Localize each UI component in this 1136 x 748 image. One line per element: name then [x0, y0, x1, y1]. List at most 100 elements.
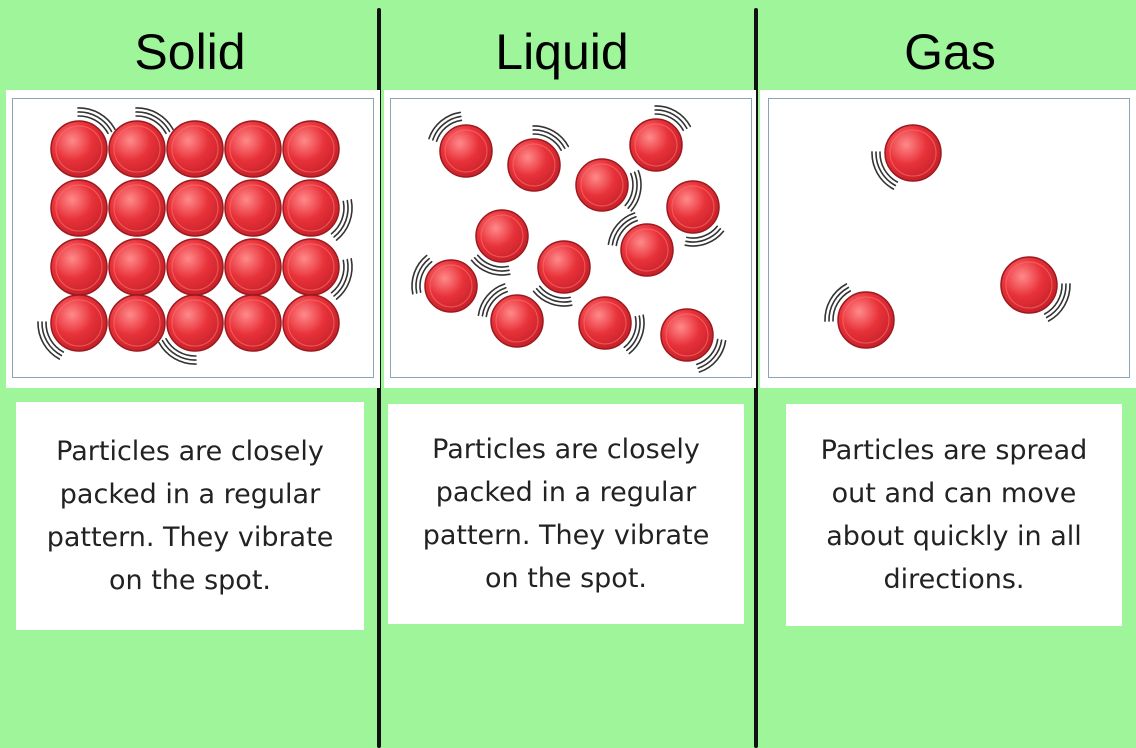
particle — [428, 111, 493, 178]
motion-line — [532, 290, 573, 307]
particle — [224, 238, 282, 296]
motion-line — [415, 257, 430, 294]
solid-diagram — [12, 98, 374, 378]
liquid-particles — [411, 105, 727, 373]
liquid-title: Liquid — [495, 24, 629, 80]
motion-line — [135, 107, 174, 131]
motion-line — [628, 314, 645, 355]
motion-line — [37, 321, 61, 360]
particle — [166, 238, 224, 296]
particle — [871, 124, 942, 190]
motion-line — [654, 113, 684, 131]
motion-line — [470, 259, 511, 276]
motion-line — [627, 171, 638, 209]
particle — [532, 240, 591, 307]
motion-line — [481, 287, 507, 317]
motion-line — [1045, 283, 1067, 319]
motion-line — [477, 283, 506, 316]
motion-line — [330, 259, 345, 294]
liquid-panel — [384, 90, 756, 388]
particle — [1000, 256, 1071, 322]
particle — [824, 283, 895, 349]
motion-line — [77, 115, 109, 135]
motion-line — [335, 258, 353, 300]
motion-line — [630, 169, 642, 212]
liquid-description: Particles are closely packed in a regula… — [422, 434, 710, 594]
particle — [282, 294, 340, 352]
motion-line — [1043, 283, 1063, 315]
particle — [282, 179, 353, 241]
particle — [108, 238, 166, 296]
motion-line — [698, 340, 727, 373]
particle — [108, 294, 166, 352]
motion-line — [435, 119, 463, 142]
solid-description-box: Particles are closely packed in a regula… — [16, 402, 364, 630]
particle — [166, 179, 224, 237]
motion-line — [538, 285, 571, 299]
motion-line — [158, 341, 197, 365]
motion-line — [330, 200, 345, 235]
motion-line — [419, 260, 433, 293]
motion-line — [335, 199, 353, 241]
motion-line — [485, 290, 508, 318]
motion-line — [654, 105, 692, 128]
motion-line — [615, 219, 638, 247]
motion-line — [654, 109, 688, 130]
solid-title: Solid — [134, 24, 246, 80]
particle — [666, 180, 725, 247]
liquid-description-box: Particles are closely packed in a regula… — [388, 404, 744, 624]
motion-line — [624, 172, 634, 207]
particle — [50, 238, 108, 296]
motion-line — [135, 111, 171, 133]
motion-line — [623, 316, 637, 349]
motion-line — [875, 151, 897, 187]
motion-line — [828, 286, 850, 322]
particle — [660, 308, 727, 373]
motion-line — [697, 339, 723, 369]
particle — [507, 125, 570, 192]
motion-line — [686, 225, 719, 239]
motion-line — [41, 321, 63, 357]
column-divider-right — [754, 8, 758, 748]
motion-line — [611, 216, 637, 246]
particle — [50, 107, 116, 178]
motion-line — [684, 230, 725, 247]
particle — [224, 294, 282, 352]
solid-description: Particles are closely packed in a regula… — [46, 436, 334, 596]
motion-line — [607, 212, 636, 245]
motion-line — [161, 339, 197, 361]
motion-line — [432, 115, 462, 141]
particle — [607, 212, 674, 277]
gas-diagram — [768, 98, 1130, 378]
motion-line — [532, 125, 570, 148]
motion-line — [879, 151, 899, 183]
gas-description: Particles are spread out and can move ab… — [820, 435, 1088, 595]
motion-line — [333, 258, 349, 297]
particle — [224, 120, 282, 178]
liquid-diagram — [390, 98, 752, 378]
particle — [50, 179, 108, 237]
motion-line — [473, 257, 510, 272]
motion-line — [1047, 283, 1071, 322]
particle — [575, 158, 642, 212]
motion-line — [77, 107, 116, 131]
motion-line — [871, 151, 895, 190]
motion-line — [428, 111, 461, 140]
motion-line — [165, 337, 197, 357]
motion-line — [824, 283, 848, 322]
motion-line — [135, 115, 167, 135]
motion-line — [532, 129, 566, 150]
particle — [282, 120, 340, 178]
motion-line — [626, 315, 641, 352]
motion-line — [685, 228, 722, 243]
motion-line — [77, 111, 113, 133]
solid-panel — [6, 90, 380, 388]
particle — [224, 179, 282, 237]
gas-description-box: Particles are spread out and can move ab… — [786, 404, 1122, 626]
motion-line — [45, 321, 65, 353]
particle — [37, 294, 108, 360]
particle — [282, 238, 353, 300]
particle — [477, 283, 544, 348]
particle — [470, 209, 529, 276]
particle — [578, 296, 645, 355]
